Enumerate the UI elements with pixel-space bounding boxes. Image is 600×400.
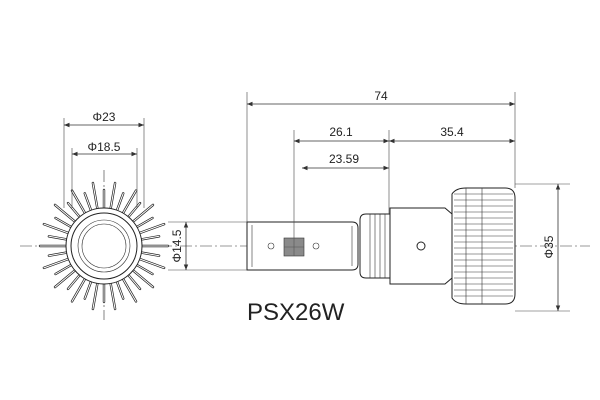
heatsink-fin-highlight — [127, 274, 141, 290]
heatsink-fin-highlight — [110, 182, 116, 210]
dia-inner-label: Φ18.5 — [88, 140, 121, 154]
heatsink-fin-highlight — [136, 264, 153, 275]
dimension-dia-outer: Φ23 — [63, 110, 145, 208]
heatsink-fin-highlight — [71, 278, 86, 302]
dia-tube-label: Φ14.5 — [170, 229, 184, 262]
side-view — [246, 187, 516, 305]
heatsink-fin-highlight — [116, 281, 124, 300]
front-view-inner-ring — [77, 219, 131, 273]
length-a-label: 26.1 — [329, 125, 353, 139]
dimension-length-b: 35.4 — [389, 125, 515, 144]
heatsink-fin-highlight — [48, 235, 68, 240]
heatsink-fin-highlight — [43, 258, 69, 269]
dimension-dia-heatsink: Φ35 — [515, 183, 570, 312]
heatsink-fin-highlight — [43, 223, 69, 234]
front-view-middle-ring — [70, 212, 138, 280]
heatsink-fin-highlight — [54, 269, 76, 288]
heatsink-fin-highlight — [92, 182, 98, 210]
chip-dot-left — [267, 242, 275, 250]
length-b-label: 35.4 — [440, 125, 464, 139]
dia-heatsink-label: Φ35 — [542, 235, 556, 258]
dimension-overall-length: 74 — [246, 89, 516, 222]
overall-length-label: 74 — [374, 89, 388, 103]
front-view-fins — [38, 181, 170, 311]
side-view-heatsink — [451, 187, 516, 305]
heatsink-fin-highlight — [110, 282, 116, 310]
heatsink-fin-highlight — [54, 204, 76, 223]
heatsink-fin-highlight — [84, 281, 92, 300]
heatsink-fin-highlight — [139, 223, 165, 234]
model-name: PSX26W — [247, 299, 345, 326]
dimension-dia-inner: Φ18.5 — [71, 140, 138, 208]
heatsink-fin-highlight — [67, 202, 81, 218]
dimension-dia-tube: Φ14.5 — [168, 221, 247, 271]
dimension-length-c: 23.59 — [302, 152, 389, 171]
heatsink-fin-highlight — [116, 192, 124, 211]
heatsink-fin-highlight — [55, 217, 72, 228]
heatsink-ridges — [454, 193, 513, 297]
heatsink-fin-highlight — [92, 282, 98, 310]
heatsink-fin-highlight — [132, 269, 154, 288]
heatsink-fin-highlight — [84, 192, 92, 211]
heatsink-fin-highlight — [122, 278, 137, 302]
heatsink-fin-highlight — [132, 204, 154, 223]
neck-screw — [416, 241, 426, 251]
heatsink-fin-highlight — [48, 252, 68, 257]
heatsink-fin-highlight — [136, 217, 153, 228]
heatsink-fin-highlight — [67, 274, 81, 290]
heatsink-fin-highlight — [140, 235, 160, 240]
heatsink-fin-highlight — [140, 252, 160, 257]
length-c-label: 23.59 — [329, 152, 359, 166]
chip-dot-right — [312, 242, 320, 250]
dimension-length-a: 26.1 — [293, 125, 390, 238]
front-view — [38, 181, 170, 311]
front-view-core — [81, 223, 127, 269]
heatsink-fin-highlight — [55, 264, 72, 275]
heatsink-fin-highlight — [127, 202, 141, 218]
heatsink-fin-highlight — [122, 190, 137, 214]
dia-outer-label: Φ23 — [93, 110, 116, 124]
heatsink-fin-highlight — [71, 190, 86, 214]
heatsink-fin-highlight — [139, 258, 165, 269]
